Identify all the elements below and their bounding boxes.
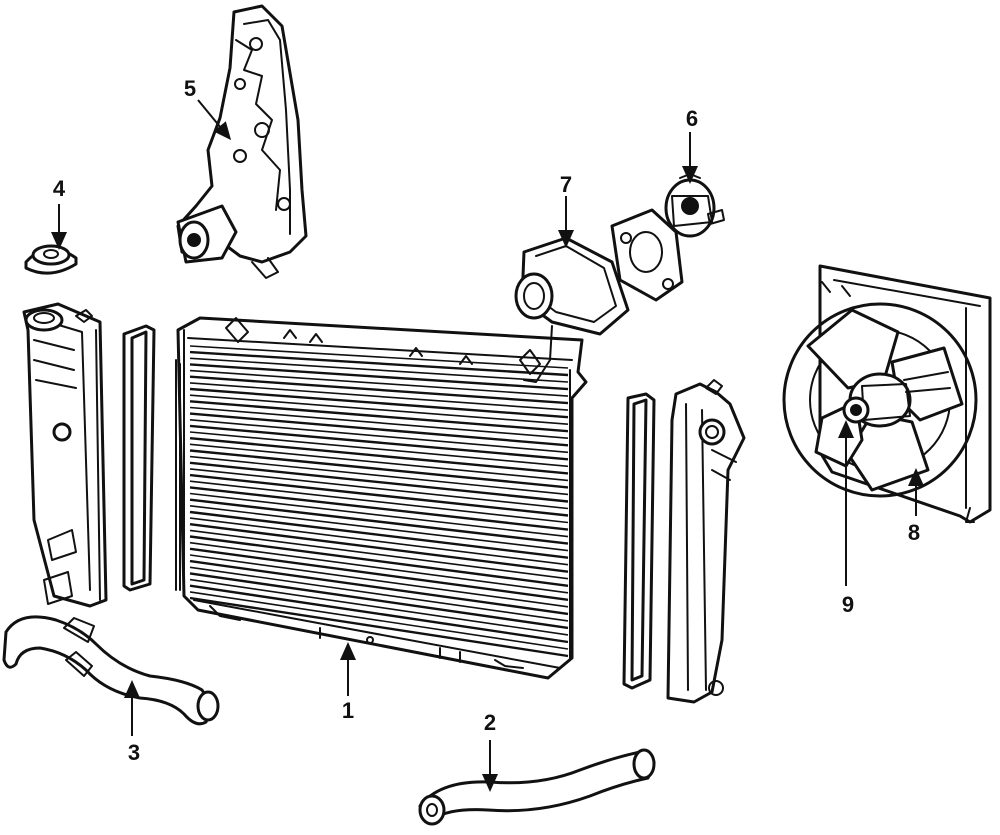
callout-labels: 1 2 3 4 5 6 7 8 9 (53, 76, 920, 765)
callout-9: 9 (842, 592, 854, 617)
callout-7: 7 (560, 172, 572, 197)
fan-motor (842, 371, 951, 428)
fin-line (189, 375, 569, 405)
thermostat (664, 173, 725, 238)
fin-line (189, 400, 569, 433)
left-tank-seal (122, 324, 156, 592)
fin-line (189, 419, 569, 454)
fin-line (189, 547, 569, 601)
fin-line (189, 498, 569, 545)
fin-line (189, 473, 569, 517)
fin-line (189, 369, 569, 397)
radiator-cap (24, 244, 78, 275)
callout-6: 6 (686, 106, 698, 131)
fin-line (189, 492, 569, 538)
fin-line (189, 387, 569, 419)
upper-hose (2, 615, 220, 726)
radiator-core (175, 316, 588, 680)
callout-1: 1 (342, 698, 354, 723)
fin-line (189, 559, 569, 616)
fin-line (189, 554, 569, 608)
fin-line (189, 523, 569, 573)
fin-line (189, 431, 569, 468)
fin-line (189, 578, 569, 636)
fin-line (189, 480, 569, 524)
fin-line (189, 443, 569, 482)
fin-line (189, 449, 569, 489)
fin-line (189, 382, 569, 411)
callout-2: 2 (484, 710, 496, 735)
fin-line (189, 461, 569, 503)
callout-4: 4 (53, 176, 66, 201)
fin-line (189, 596, 569, 658)
fin-line (189, 363, 569, 391)
fin-line (189, 350, 569, 377)
fin-line (189, 345, 569, 369)
fin-line (189, 505, 569, 552)
fin-line (189, 572, 569, 630)
fin-line (189, 591, 569, 650)
lower-hose (418, 748, 656, 826)
leader-5 (197, 99, 232, 141)
leader-lines (51, 99, 924, 792)
fin-line (189, 437, 569, 475)
callout-3: 3 (128, 740, 140, 765)
left-radiator-tank (22, 302, 108, 608)
water-pump (176, 4, 308, 279)
fin-line (189, 510, 569, 559)
fin-line (189, 584, 569, 644)
fin-line (189, 406, 569, 439)
thermostat-housing (514, 236, 630, 383)
radiator-fins (189, 345, 569, 658)
fin-line (189, 529, 569, 580)
fin-line (189, 424, 569, 461)
fin-line (189, 535, 569, 587)
right-tank-seal (622, 392, 656, 690)
fin-line (189, 394, 569, 425)
fin-line (189, 486, 569, 531)
thermostat-gasket (610, 208, 684, 302)
right-radiator-tank (666, 379, 746, 704)
callout-8: 8 (908, 520, 920, 545)
callout-5: 5 (184, 76, 196, 101)
fin-line (189, 468, 569, 510)
fin-line (189, 541, 569, 594)
fin-line (189, 412, 569, 447)
fin-line (189, 517, 569, 566)
fin-line (189, 455, 569, 496)
fin-line (189, 566, 569, 622)
fin-line (189, 357, 569, 383)
